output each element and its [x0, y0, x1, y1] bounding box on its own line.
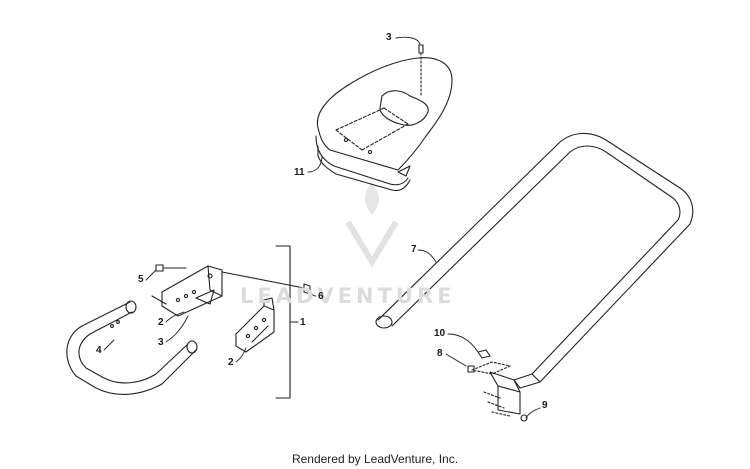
callout-1: 1	[300, 317, 306, 328]
lower-bracket	[235, 297, 275, 353]
callout-2-lower: 2	[228, 357, 234, 368]
u-handlebar	[375, 132, 694, 389]
leadventure-logo-icon	[345, 182, 399, 268]
callout-11: 11	[294, 167, 305, 178]
group-bracket	[275, 245, 291, 399]
callout-7: 7	[411, 244, 417, 255]
screw-left	[155, 264, 187, 272]
screw-top	[418, 44, 424, 97]
watermark-text: LEADVENTURE	[240, 284, 456, 308]
callout-3-left: 3	[158, 337, 164, 348]
callout-5: 5	[138, 274, 144, 285]
callout-4: 4	[96, 345, 102, 356]
callout-3-top: 3	[386, 32, 392, 43]
handle-bracket	[467, 349, 528, 422]
leader-lines	[103, 36, 541, 419]
callout-9: 9	[542, 400, 548, 411]
callout-2-left: 2	[158, 317, 164, 328]
callout-10: 10	[434, 328, 446, 339]
small-handlebar	[66, 300, 198, 395]
seat-cushion	[315, 57, 453, 192]
callout-6: 6	[318, 291, 324, 302]
upper-bracket	[151, 265, 223, 317]
callout-8: 8	[437, 348, 443, 359]
footer-credit: Rendered by LeadVenture, Inc.	[291, 452, 459, 466]
